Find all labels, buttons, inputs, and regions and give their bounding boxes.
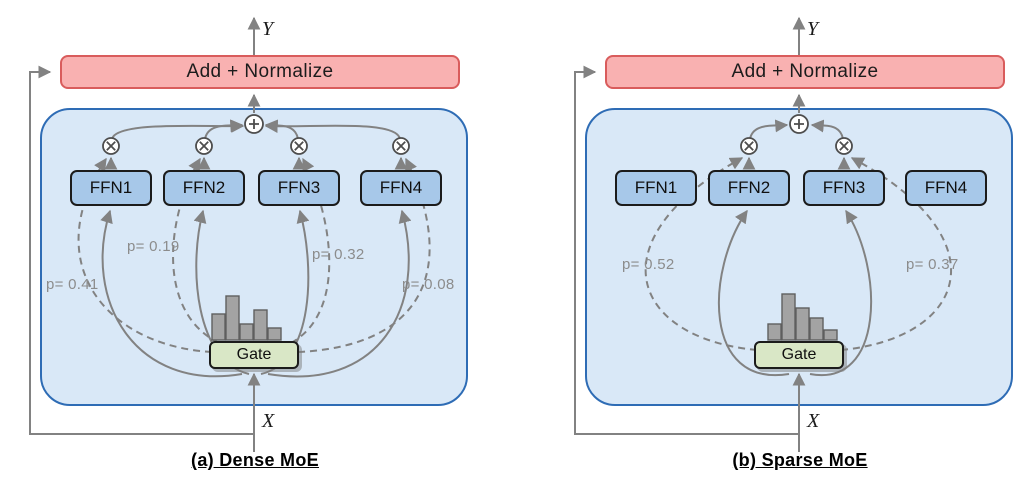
mul3-to-sum-arrow-sparse	[810, 119, 844, 140]
prob-label-3-dense: p= 0.32	[312, 246, 365, 263]
ffn4-label-dense: FFN4	[379, 178, 423, 197]
ffn1-box-sparse: FFN1	[615, 170, 697, 206]
ffn2-label-dense: FFN2	[182, 178, 226, 197]
ffn4-label-sparse: FFN4	[924, 178, 968, 197]
times-glyph-2-dense	[199, 141, 209, 151]
ffn3-box-sparse: FFN3	[803, 170, 885, 206]
histogram-bar	[225, 295, 240, 341]
multiply-node-2-dense	[195, 137, 213, 155]
prob-label-1-sparse: p= 0.52	[622, 256, 675, 273]
gate-weight3-dashed-sparse	[840, 157, 952, 351]
multiply-node-2-sparse	[740, 137, 758, 155]
prob-label-4-dense: p= 0.08	[402, 276, 455, 293]
input-label-sparse: X	[807, 410, 820, 432]
prob-label-1-dense: p= 0.41	[46, 276, 99, 293]
gate-box-dense: Gate	[209, 341, 299, 369]
histogram-bar	[781, 293, 796, 341]
plus-glyph-sparse	[794, 119, 804, 129]
histogram-bar	[211, 313, 226, 341]
ffn2-label-sparse: FFN2	[727, 178, 771, 197]
histogram-bar	[253, 309, 268, 341]
times-glyph-3-dense	[294, 141, 304, 151]
histogram-bar	[239, 323, 254, 341]
histogram-bar	[809, 317, 824, 341]
mul1-to-sum-arrow-dense	[111, 119, 245, 140]
histogram-bar	[267, 327, 282, 341]
sum-node-sparse	[789, 114, 809, 134]
gate-to-ffn2-arrow-sparse	[717, 209, 790, 377]
times-glyph-1-dense	[106, 141, 116, 151]
multiply-node-1-dense	[102, 137, 120, 155]
gate-histogram-sparse	[767, 293, 838, 341]
sum-node-dense	[244, 114, 264, 134]
ffn3-label-dense: FFN3	[277, 178, 321, 197]
times-glyph-2-sparse	[744, 141, 754, 151]
ffn2-box-dense: FFN2	[163, 170, 245, 206]
output-label-dense: Y	[262, 18, 274, 40]
caption-sparse: (b) Sparse MoE	[732, 450, 868, 470]
ffn4-box-sparse: FFN4	[905, 170, 987, 206]
add-normalize-box-sparse: Add + Normalize	[605, 55, 1005, 89]
mul2-to-sum-arrow-sparse	[749, 119, 789, 140]
gate-to-ffn3-arrow-sparse	[809, 209, 873, 377]
histogram-bar	[823, 329, 838, 341]
ffn1-label-sparse: FFN1	[634, 178, 678, 197]
histogram-bar	[767, 323, 782, 341]
gate-weight1-dashed-dense	[77, 157, 213, 353]
skip-connection-sparse	[574, 65, 799, 435]
input-label-dense: X	[262, 410, 275, 432]
gate-label-dense: Gate	[236, 346, 272, 363]
caption-dense: (a) Dense MoE	[191, 450, 319, 470]
gate-to-ffn1-arrow-dense	[100, 209, 243, 378]
add-normalize-box-dense: Add + Normalize	[60, 55, 460, 89]
gate-box-sparse: Gate	[754, 341, 844, 369]
mul4-to-sum-arrow-dense	[264, 120, 401, 140]
gate-label-sparse: Gate	[781, 346, 817, 363]
times-glyph-4-dense	[396, 141, 406, 151]
gate-histogram-dense	[211, 295, 282, 341]
ffn4-box-dense: FFN4	[360, 170, 442, 206]
ffn3-box-dense: FFN3	[258, 170, 340, 206]
ffn3-label-sparse: FFN3	[822, 178, 866, 197]
prob-label-2-sparse: p= 0.37	[906, 256, 959, 273]
ffn2-box-sparse: FFN2	[708, 170, 790, 206]
skip-connection-dense	[29, 65, 254, 435]
add-normalize-label-dense: Add + Normalize	[186, 61, 334, 82]
output-label-sparse: Y	[807, 18, 819, 40]
add-normalize-label-sparse: Add + Normalize	[731, 61, 879, 82]
histogram-bar	[795, 307, 810, 341]
multiply-node-4-dense	[392, 137, 410, 155]
times-glyph-3-sparse	[839, 141, 849, 151]
ffn1-label-dense: FFN1	[89, 178, 133, 197]
gate-weight2-dashed-dense	[172, 157, 220, 344]
plus-glyph-dense	[249, 119, 259, 129]
gate-to-ffn4-arrow-dense	[267, 209, 412, 378]
multiply-node-3-sparse	[835, 137, 853, 155]
ffn1-box-dense: FFN1	[70, 170, 152, 206]
prob-label-2-dense: p= 0.19	[127, 238, 180, 255]
multiply-node-3-dense	[290, 137, 308, 155]
mul2-to-sum-arrow-dense	[204, 119, 244, 140]
